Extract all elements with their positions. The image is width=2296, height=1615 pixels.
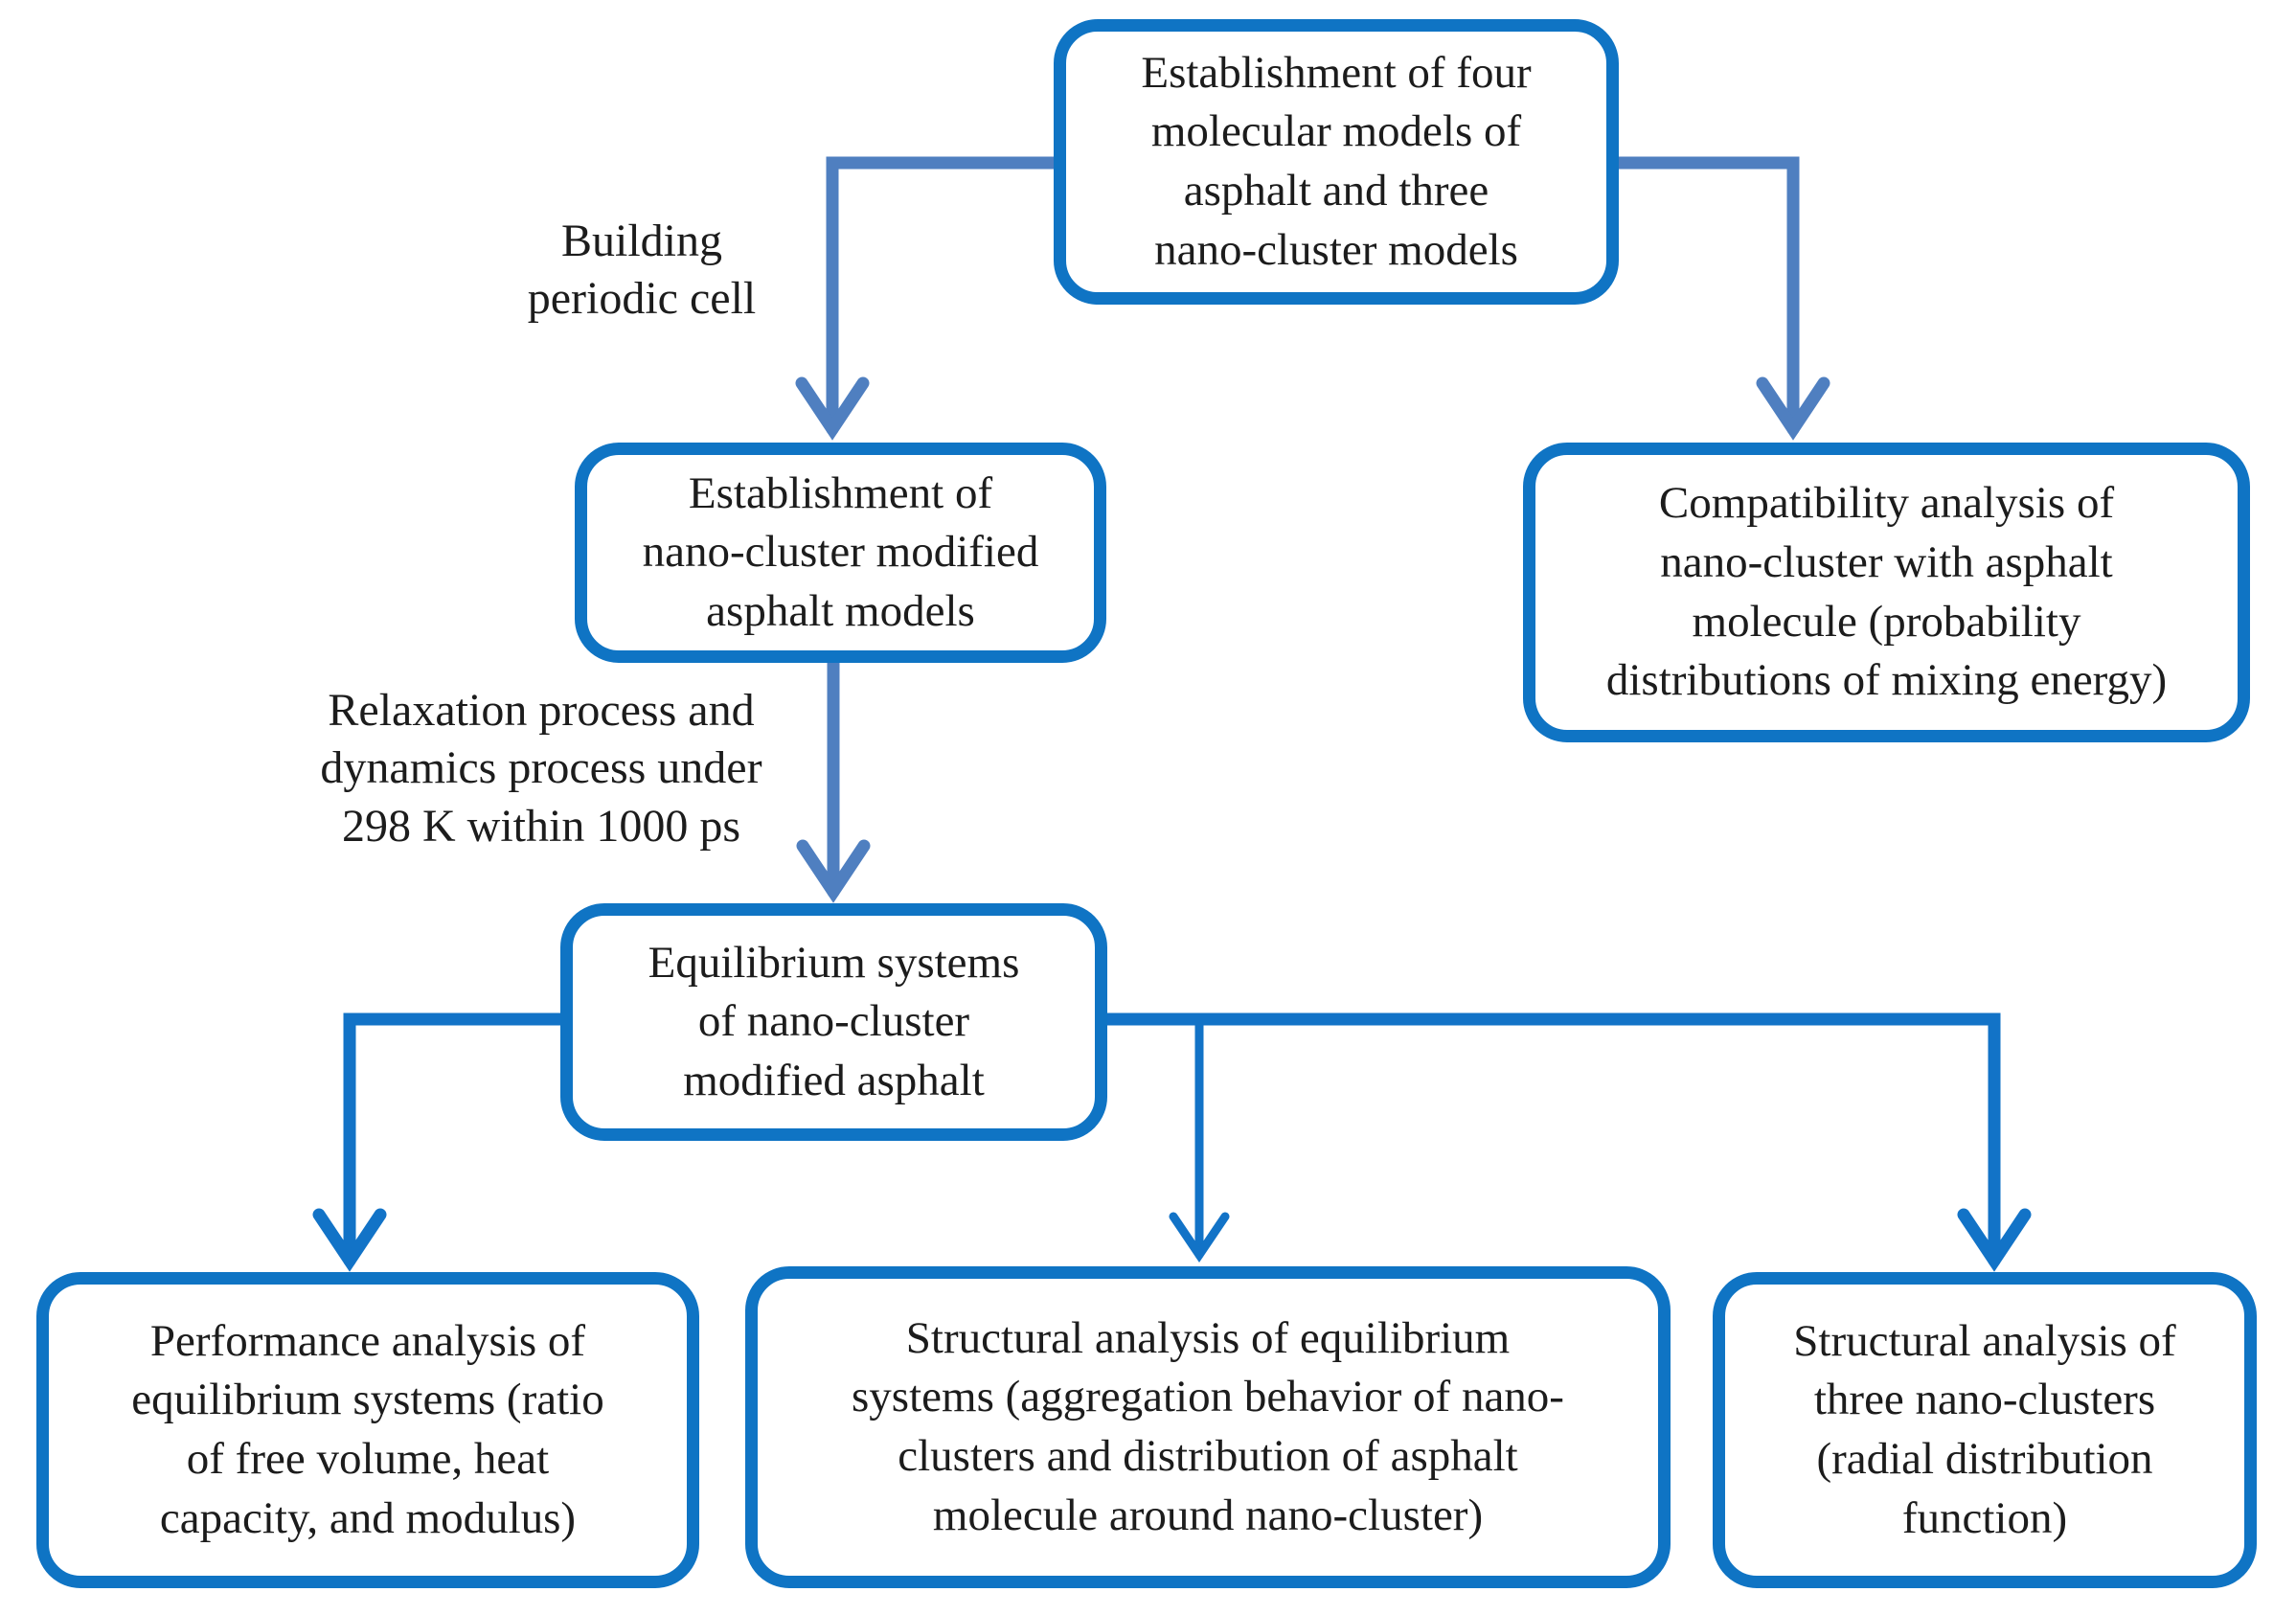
box-line: three nano-clusters (1813, 1375, 2156, 1425)
box-line: (radial distribution (1816, 1434, 2153, 1484)
connector-equil-to-structnano (1101, 1012, 2001, 1267)
box-line: systems (aggregation behavior of nano- (852, 1372, 1564, 1422)
box-line: Equilibrium systems (648, 937, 1020, 988)
edge-label-building-periodic-cell: Building periodic cell (402, 213, 881, 329)
box-line: asphalt models (706, 585, 975, 636)
box-line: of nano-cluster (697, 996, 970, 1047)
box-equilibrium-systems: Equilibrium systems of nano-cluster modi… (560, 903, 1107, 1141)
edge-label-relaxation-process: Relaxation process and dynamics process … (259, 682, 824, 855)
edge-label-line: dynamics process under (320, 742, 762, 794)
box-molecular-models: Establishment of four molecular models o… (1054, 19, 1619, 305)
box-line: Structural analysis of (1793, 1315, 2176, 1366)
box-structural-analysis-nanoclusters: Structural analysis of three nano-cluste… (1713, 1272, 2257, 1588)
connector-top-to-compat (1612, 156, 1800, 436)
box-line: molecule (probability (1692, 596, 2081, 647)
box-line: function) (1901, 1492, 2068, 1543)
box-line: asphalt and three (1183, 166, 1489, 216)
bottom-connector-group (312, 1012, 2032, 1272)
box-line: distributions of mixing energy) (1605, 655, 2168, 706)
arrowhead-top-to-compat-icon (1756, 376, 1830, 441)
box-line: modified asphalt (683, 1055, 985, 1105)
box-performance-analysis: Performance analysis of equilibrium syst… (36, 1272, 699, 1588)
box-line: of free volume, heat (186, 1434, 550, 1484)
arrowhead-top-to-est-icon (795, 376, 870, 441)
box-compatibility-analysis: Compatibility analysis of nano-cluster w… (1523, 443, 2250, 742)
arrowhead-equil-to-structnano-icon (1957, 1208, 2032, 1272)
edge-label-line: periodic cell (527, 273, 757, 325)
box-line: nano-cluster modified (642, 527, 1039, 578)
box-line: Establishment of four (1141, 47, 1532, 98)
box-line: capacity, and modulus) (159, 1492, 577, 1543)
arrowhead-est-to-equil-icon (796, 839, 871, 903)
edge-label-line: Building (560, 216, 723, 266)
arrowhead-equil-to-perf-icon (312, 1208, 387, 1272)
box-line: molecular models of (1150, 106, 1522, 157)
box-line: molecule around nano-cluster) (932, 1490, 1484, 1540)
top-connector-group (795, 156, 1830, 903)
box-line: nano-cluster models (1154, 224, 1518, 275)
edge-label-line: 298 K within 1000 ps (341, 800, 740, 852)
box-line: Establishment of (688, 467, 993, 518)
edge-label-line: Relaxation process and (328, 685, 755, 736)
box-line: equilibrium systems (ratio (131, 1375, 604, 1425)
box-line: Compatibility analysis of (1658, 478, 2115, 529)
connector-equil-to-perf (343, 1012, 567, 1267)
box-nano-modified-asphalt-models: Establishment of nano-cluster modified a… (575, 443, 1106, 663)
box-structural-analysis-equilibrium: Structural analysis of equilibrium syste… (745, 1266, 1671, 1588)
arrowhead-equil-to-structeq-icon (1169, 1212, 1230, 1263)
box-line: Structural analysis of equilibrium (905, 1312, 1511, 1363)
box-line: clusters and distribution of asphalt (898, 1431, 1518, 1481)
box-line: Performance analysis of (149, 1315, 586, 1366)
box-line: nano-cluster with asphalt (1660, 536, 2113, 587)
connector-top-to-est (826, 156, 1060, 436)
